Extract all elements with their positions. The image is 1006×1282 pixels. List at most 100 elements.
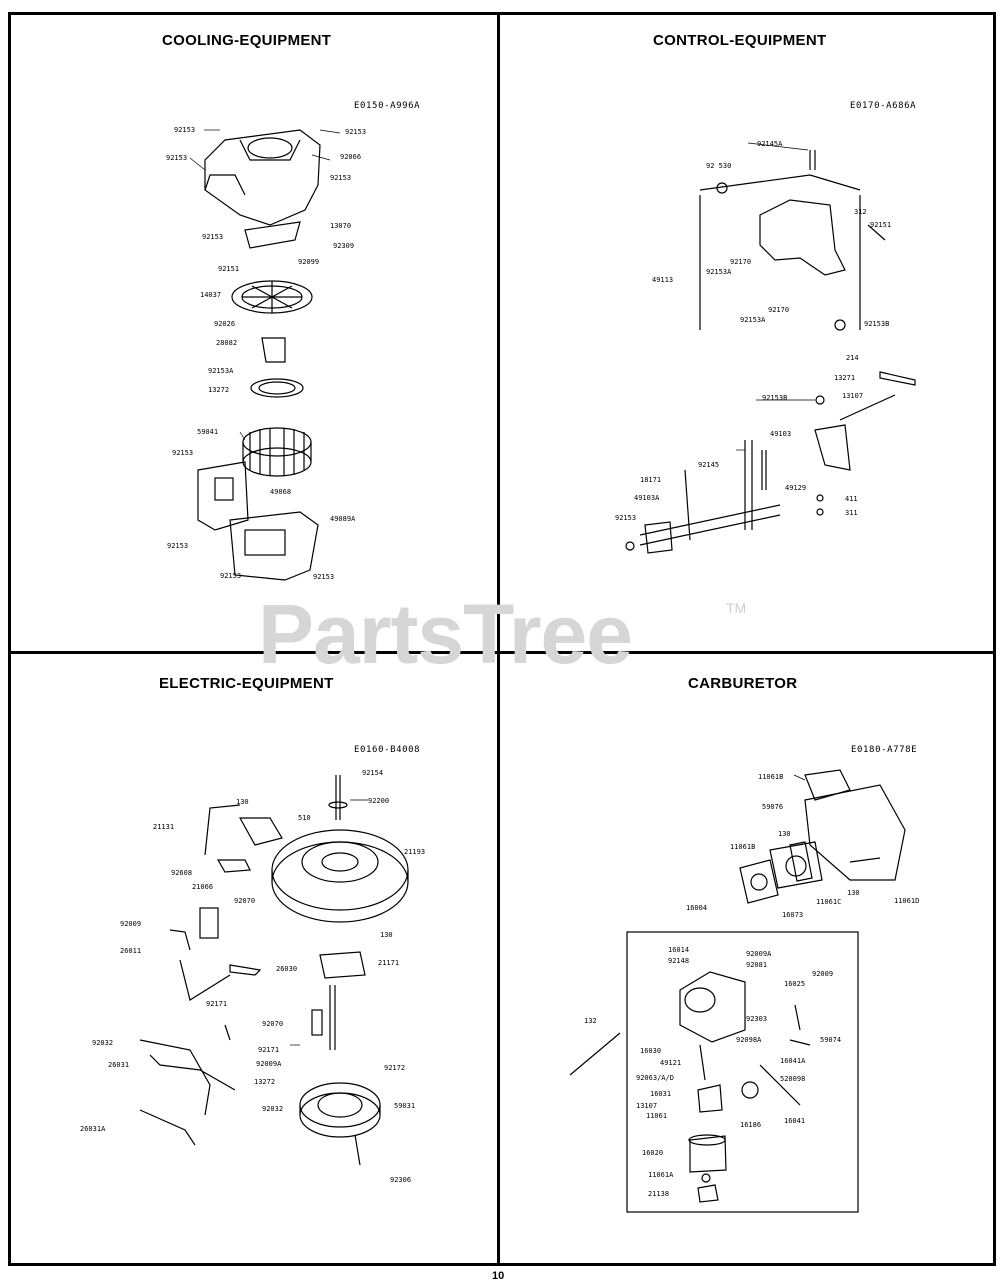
part-label: 92171 — [206, 1000, 227, 1008]
part-label: 312 — [854, 208, 867, 216]
part-labels: 92153 92153 92153 92066 92153 13070 9215… — [80, 126, 919, 1198]
part-label: 16073 — [782, 911, 803, 919]
part-label: 92153 — [345, 128, 366, 136]
part-label: 16020 — [642, 1149, 663, 1157]
stator-drawing — [299, 1082, 381, 1166]
part-label: 510 — [298, 814, 311, 822]
wire-harness-drawing — [139, 959, 262, 1146]
carburetor-title: CARBURETOR — [688, 675, 798, 692]
part-label: 49103 — [770, 430, 791, 438]
part-label: 92 530 — [706, 162, 731, 170]
cooling-code: E0150-A996A — [354, 101, 421, 111]
part-label: 49121 — [660, 1059, 681, 1067]
part-label: 16004 — [686, 904, 707, 912]
part-label: 411 — [845, 495, 858, 503]
intake-gaskets-drawing — [739, 769, 906, 904]
control-title: CONTROL-EQUIPMENT — [653, 32, 827, 49]
part-label: 11061B — [730, 843, 755, 851]
part-label: 21131 — [153, 823, 174, 831]
part-label: 14037 — [200, 291, 221, 299]
part-label: 92171 — [258, 1046, 279, 1054]
part-label: 92153 — [202, 233, 223, 241]
part-label: 92148 — [668, 957, 689, 965]
electric-code: E0160-B4008 — [354, 745, 421, 755]
part-label: 16186 — [740, 1121, 761, 1129]
part-label: 92153B — [864, 320, 889, 328]
part-label: 26030 — [276, 965, 297, 973]
part-label: 16041 — [784, 1117, 805, 1125]
cooling-title: COOLING-EQUIPMENT — [162, 32, 332, 49]
flywheel-fan-drawing — [242, 427, 312, 477]
part-label: 130 — [236, 798, 249, 806]
part-label: 11061C — [816, 898, 841, 906]
part-label: 92153 — [174, 126, 195, 134]
part-label: 132 — [584, 1017, 597, 1025]
part-label: 92032 — [262, 1105, 283, 1113]
part-label: 92170 — [768, 306, 789, 314]
control-code: E0170-A686A — [850, 101, 917, 111]
part-label: 520098 — [780, 1075, 805, 1083]
part-label: 49129 — [785, 484, 806, 492]
part-label: 21138 — [648, 1190, 669, 1198]
part-label: 130 — [380, 931, 393, 939]
part-label: 59074 — [820, 1036, 841, 1044]
part-label: 92026 — [214, 320, 235, 328]
part-label: 16031 — [650, 1090, 671, 1098]
part-label: 92009 — [120, 920, 141, 928]
part-label: 28082 — [216, 339, 237, 347]
part-label: 214 — [846, 354, 859, 362]
part-label: 92172 — [384, 1064, 405, 1072]
part-label: 92066 — [340, 153, 361, 161]
part-label: 49068 — [270, 488, 291, 496]
part-label: 13107 — [842, 392, 863, 400]
carburetor-code: E0180-A778E — [851, 745, 918, 755]
part-label: 92009 — [812, 970, 833, 978]
carburetor-box-outline — [626, 931, 859, 1213]
part-label: 92153A — [740, 316, 766, 324]
part-label: 59041 — [197, 428, 218, 436]
part-label: 92009A — [256, 1060, 282, 1068]
vertical-divider — [497, 12, 500, 1266]
part-label: 92153 — [615, 514, 636, 522]
part-label: 92608 — [171, 869, 192, 877]
control-lever-drawing — [625, 371, 916, 554]
part-label: 11061B — [758, 773, 783, 781]
part-label: 130 — [847, 889, 860, 897]
part-label: 16030 — [640, 1047, 661, 1055]
part-label: 92153 — [313, 573, 334, 581]
part-label: 92306 — [390, 1176, 411, 1184]
part-label: 92153A — [706, 268, 732, 276]
part-label: 26011 — [120, 947, 141, 955]
part-label: 92200 — [368, 797, 389, 805]
part-label: 21171 — [378, 959, 399, 967]
part-label: 16014 — [668, 946, 689, 954]
part-label: 59031 — [394, 1102, 415, 1110]
part-label: 311 — [845, 509, 858, 517]
part-label: 59076 — [762, 803, 783, 811]
part-label: 49103A — [634, 494, 660, 502]
electric-title: ELECTRIC-EQUIPMENT — [159, 675, 334, 692]
part-label: 92153 — [167, 542, 188, 550]
part-label: 92063/A/D — [636, 1074, 674, 1082]
page-number: 10 — [492, 1270, 505, 1282]
part-label: 92145 — [698, 461, 719, 469]
part-label: 92070 — [262, 1020, 283, 1028]
part-label: 92154 — [362, 769, 383, 777]
part-label: 11061A — [648, 1171, 674, 1179]
part-label: 13272 — [208, 386, 229, 394]
part-label: 92070 — [234, 897, 255, 905]
watermark-trademark: TM — [726, 600, 747, 616]
part-label: 49089A — [330, 515, 356, 523]
part-label: 92098A — [736, 1036, 762, 1044]
part-label: 26031 — [108, 1061, 129, 1069]
part-label: 13107 — [636, 1102, 657, 1110]
outer-frame — [8, 12, 996, 1266]
part-label: 92145A — [757, 140, 783, 148]
part-label: 92099 — [298, 258, 319, 266]
part-label: 49113 — [652, 276, 673, 284]
blower-housing-drawing — [204, 129, 321, 249]
part-label: 18171 — [640, 476, 661, 484]
part-label: 11061 — [646, 1112, 667, 1120]
ignition-coil-drawing — [169, 804, 283, 951]
